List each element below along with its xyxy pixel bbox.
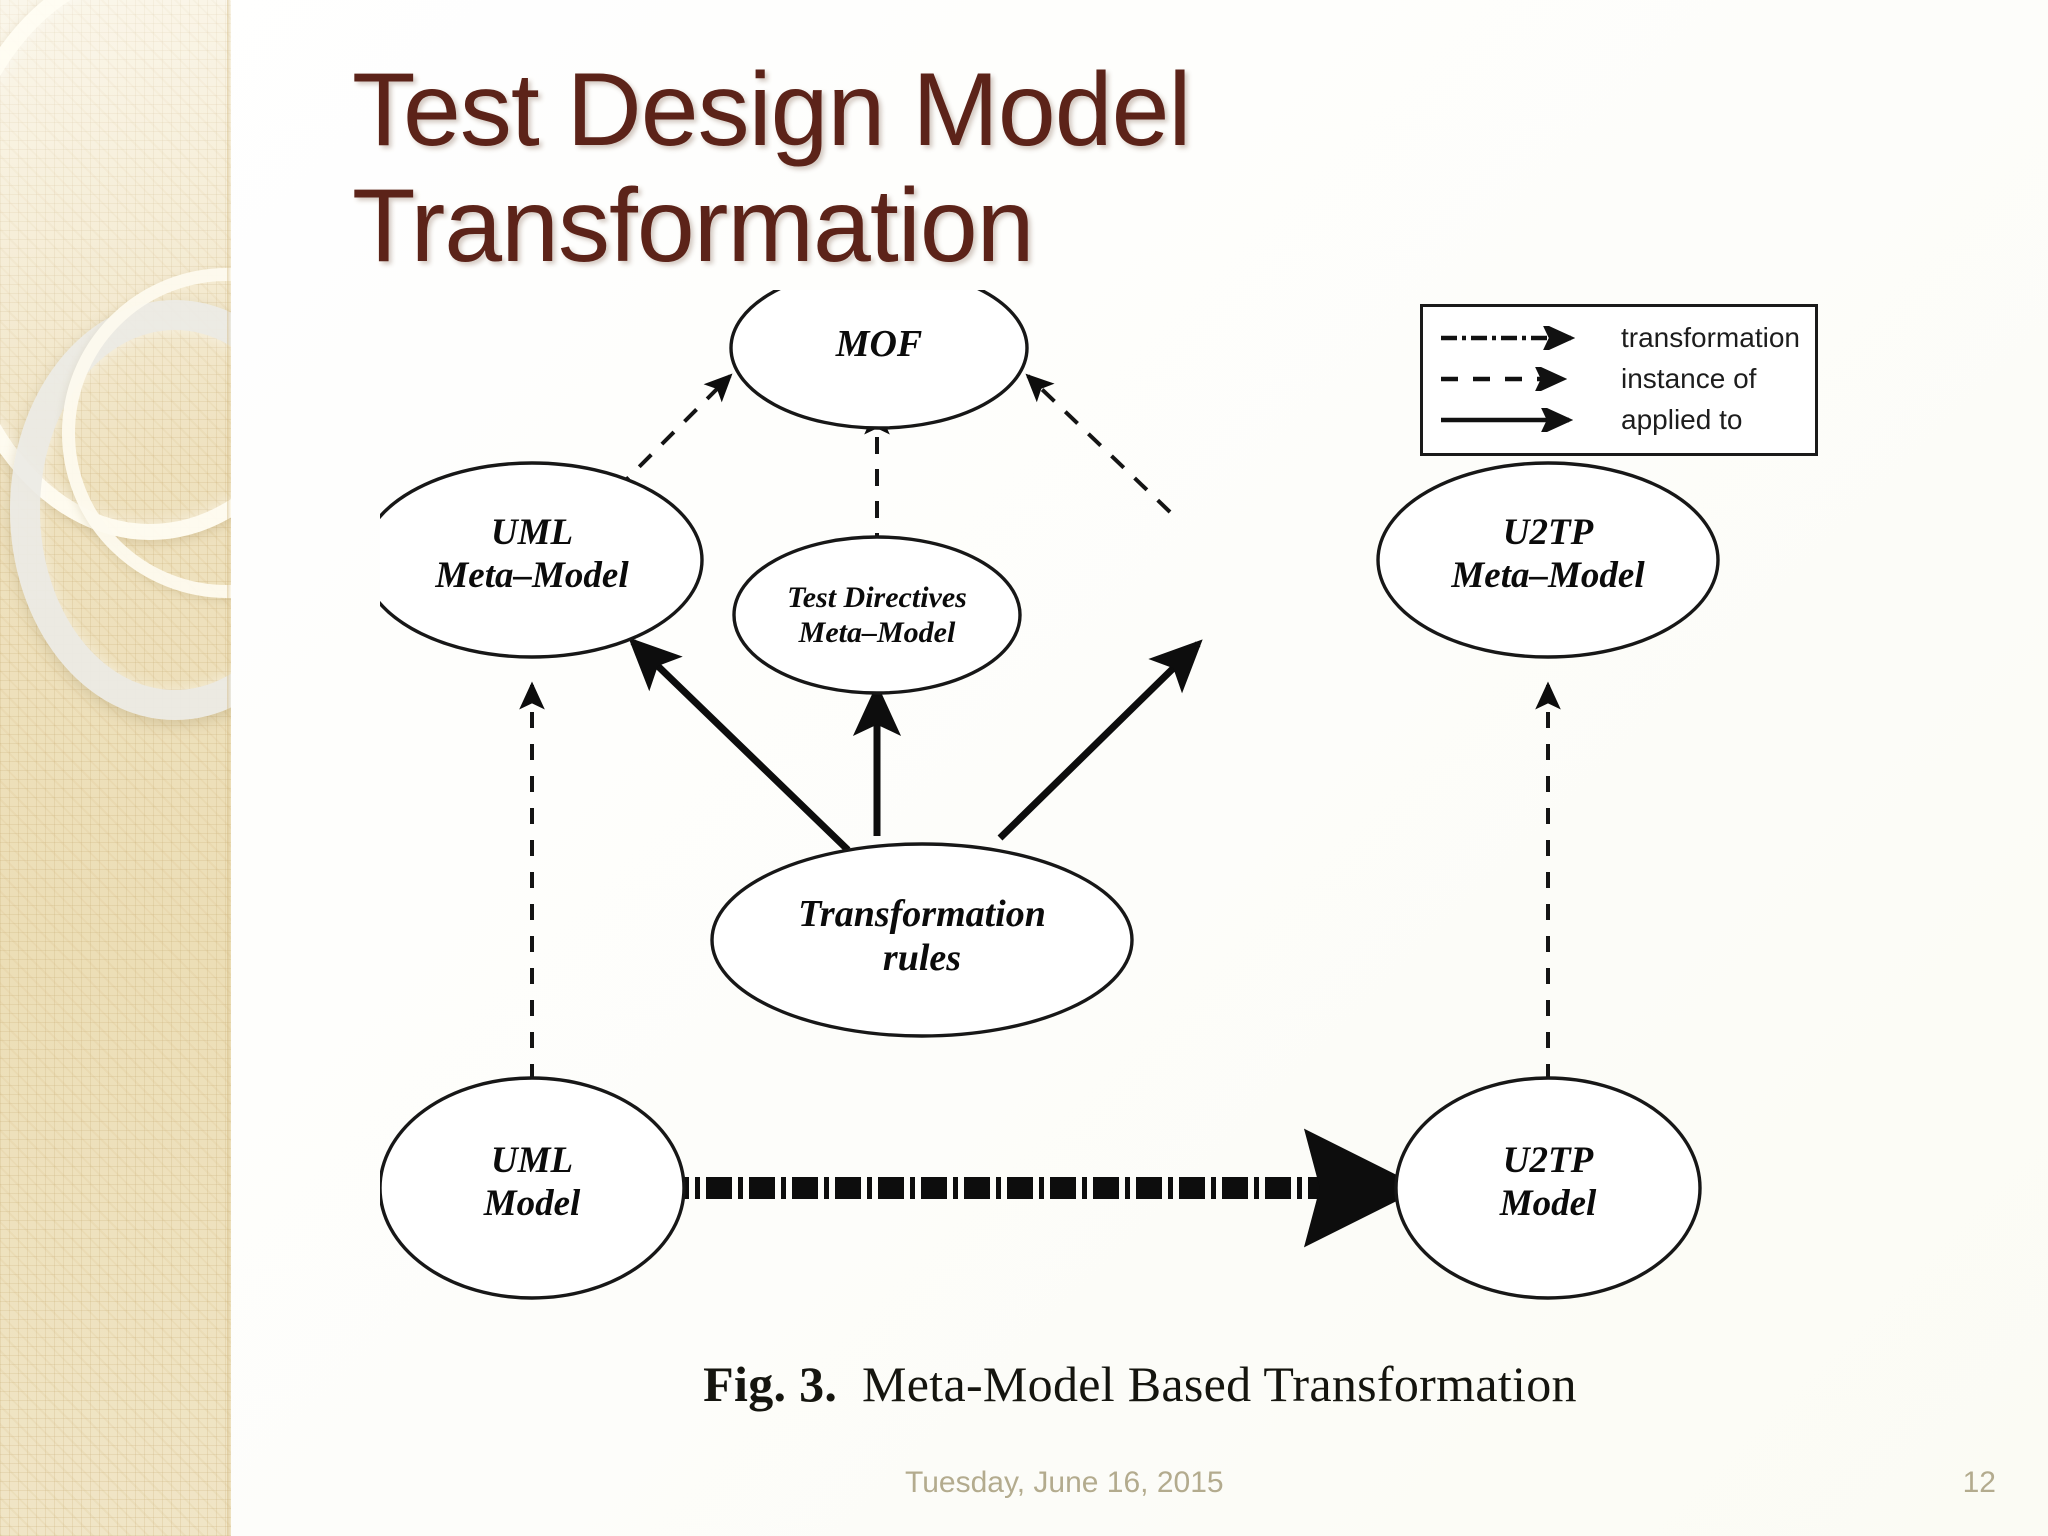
- node-uml-model-ellipse: [380, 1076, 686, 1300]
- edge-line-applied-to: [997, 639, 1203, 841]
- legend-key-solid-icon: [1437, 407, 1605, 432]
- edge-line-applied-to: [628, 637, 851, 853]
- legend-key-dash-dot-icon: [1437, 325, 1605, 350]
- edge-line-instance-of: [1025, 373, 1172, 514]
- sidebar-edge: [227, 0, 231, 1536]
- node-uml-meta-ellipse: [380, 461, 704, 659]
- figure-caption-text: Meta-Model Based Transformation: [862, 1356, 1577, 1412]
- legend-label-instance-of: instance of: [1621, 362, 1757, 394]
- node-u2tp-meta-ellipse: [1376, 461, 1720, 659]
- legend-item-applied-to: applied to: [1437, 399, 1803, 440]
- figure-number: Fig. 3.: [703, 1356, 838, 1412]
- figure-container: MOF UML Meta–Model Test Directives Meta–…: [380, 290, 1900, 1440]
- node-test-directives-ellipse: [732, 535, 1022, 695]
- node-transformation-rules-ellipse: [710, 842, 1134, 1038]
- page-title: Test Design Model Transformation: [352, 52, 1192, 270]
- legend-item-instance-of: instance of: [1437, 358, 1803, 399]
- edge-rules-to-uml-meta: [628, 637, 851, 853]
- figure-caption: Fig. 3. Meta-Model Based Transformation: [380, 1355, 1900, 1413]
- edge-u2tp-meta-to-mof: [1025, 373, 1172, 514]
- edge-rules-to-u2tp-meta: [997, 639, 1203, 841]
- diagram-svg: [380, 290, 1720, 1300]
- page-title-container: Test Design Model Transformation: [352, 52, 1652, 270]
- node-mof-ellipse: [729, 290, 1029, 430]
- legend-label-transformation: transformation: [1621, 321, 1800, 353]
- legend-box: transformation instance of: [1420, 304, 1818, 456]
- footer-page-number: 12: [1962, 1466, 1996, 1499]
- legend-key-dashed-icon: [1437, 366, 1605, 391]
- decorative-sidebar: [0, 0, 231, 1536]
- legend-item-transformation: transformation: [1437, 317, 1803, 358]
- footer-date: Tuesday, June 16, 2015: [905, 1466, 1224, 1499]
- legend-label-applied-to: applied to: [1621, 403, 1743, 435]
- node-u2tp-model-ellipse: [1394, 1076, 1702, 1300]
